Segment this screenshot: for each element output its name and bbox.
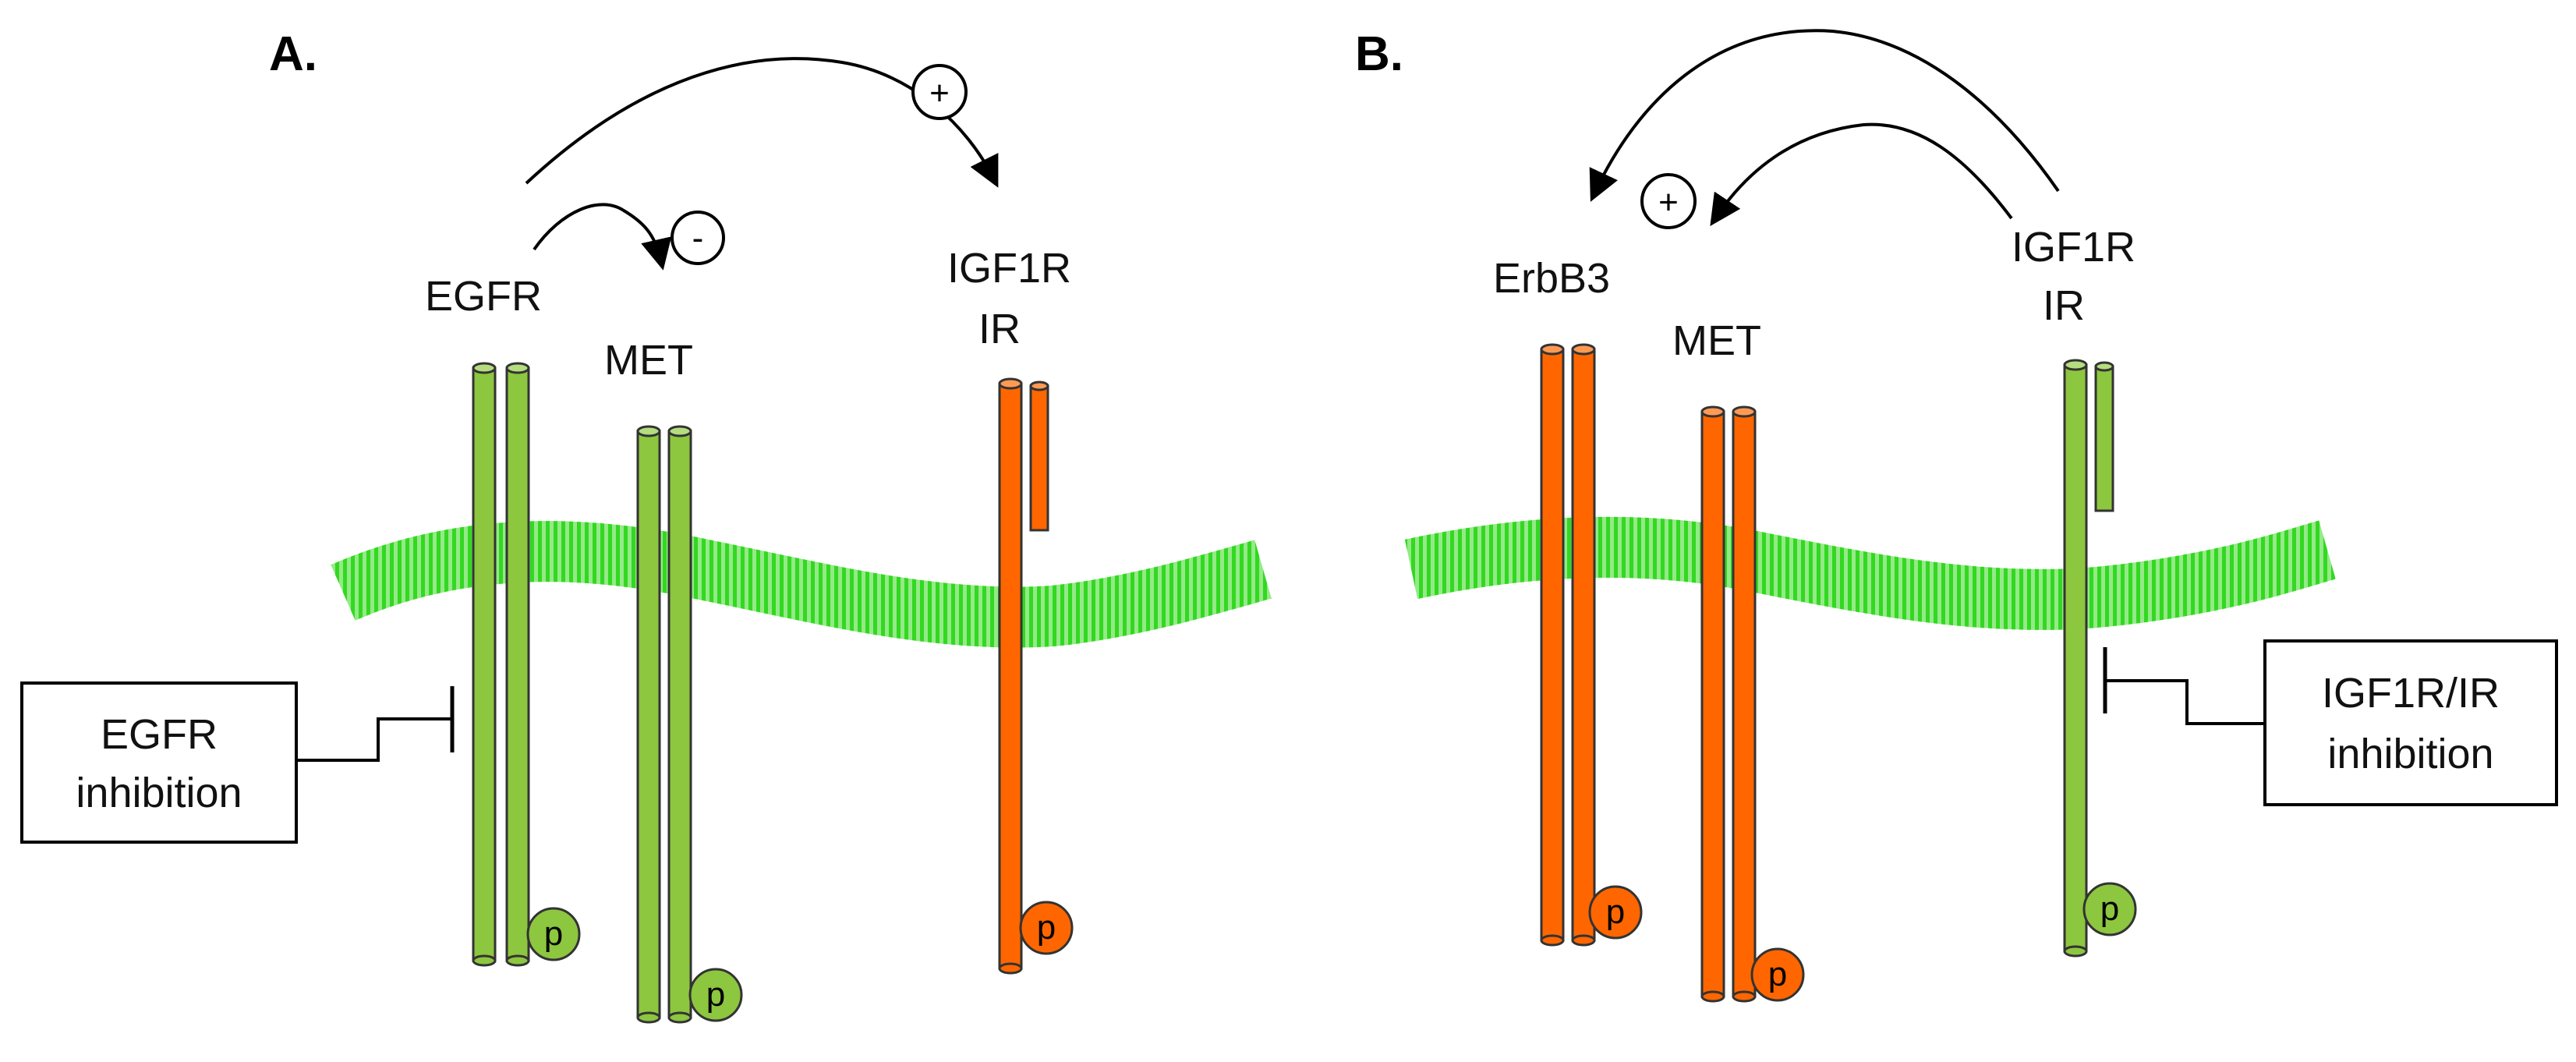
svg-text:p: p: [1037, 908, 1056, 947]
igf1r-inhibition: IGF1R/IR inhibition: [2103, 639, 2558, 806]
svg-text:-: -: [692, 219, 704, 257]
label-ir-b: IR: [2043, 282, 2085, 329]
phospho-igf1r-a: p: [1019, 901, 1074, 955]
svg-text:+: +: [929, 74, 950, 112]
label-ir-a: IR: [978, 306, 1021, 352]
phospho-igf1r-b: p: [2082, 882, 2137, 936]
plus-sign-b: +: [1640, 173, 1697, 229]
svg-text:p: p: [1606, 893, 1625, 931]
arrow-egfr-to-met: [533, 203, 672, 271]
egfr-receptor: p: [472, 362, 581, 967]
erbb3-receptor: p: [1540, 343, 1643, 947]
label-met-a: MET: [604, 337, 693, 384]
egfr-inhibition-box: [20, 681, 298, 844]
igf1r-inhibition-connector: [2105, 679, 2265, 725]
igf1r-inhibition-box: [2263, 639, 2558, 806]
egfr-inhibition-connector: [296, 717, 452, 762]
phospho-met-b: p: [1750, 947, 1805, 1002]
minus-sign-a: -: [671, 211, 725, 265]
egfr-inhibition-line1: EGFR: [101, 711, 218, 758]
met-receptor-a: p: [636, 425, 743, 1024]
plus-sign-a: +: [911, 64, 968, 120]
phospho-egfr: p: [526, 907, 581, 961]
met-receptor-b: p: [1700, 405, 1805, 1003]
label-erbb3: ErbB3: [1493, 255, 1610, 302]
svg-text:p: p: [706, 975, 725, 1014]
label-igf1r-b: IGF1R: [2012, 224, 2135, 271]
label-met-b: MET: [1672, 317, 1761, 364]
label-igf1r-a: IGF1R: [947, 245, 1071, 292]
igf1r-inhibition-line2: inhibition: [2327, 731, 2493, 777]
panel-b-label: B.: [1355, 27, 1403, 81]
igf1r-inhibition-line1: IGF1R/IR: [2322, 670, 2500, 717]
panel-a-label: A.: [269, 27, 317, 81]
arrow-igf1r-to-erbb3: [1589, 29, 2060, 202]
arrow-igf1r-to-met-b: [1710, 122, 2013, 226]
membrane-b: [1404, 516, 2336, 630]
svg-text:+: +: [1658, 183, 1679, 221]
igf1r-receptor-a: p: [998, 377, 1074, 975]
egfr-inhibition-line2: inhibition: [76, 770, 242, 816]
phospho-met-a: p: [688, 968, 743, 1022]
egfr-inhibition: EGFR inhibition: [20, 681, 455, 844]
svg-text:p: p: [1768, 955, 1787, 993]
svg-text:p: p: [544, 915, 563, 953]
arrow-egfr-to-igf1r: [525, 57, 999, 188]
svg-text:p: p: [2100, 890, 2119, 928]
label-egfr: EGFR: [425, 273, 542, 320]
igf1r-receptor-b: p: [2063, 359, 2137, 958]
phospho-erbb3: p: [1588, 885, 1643, 940]
